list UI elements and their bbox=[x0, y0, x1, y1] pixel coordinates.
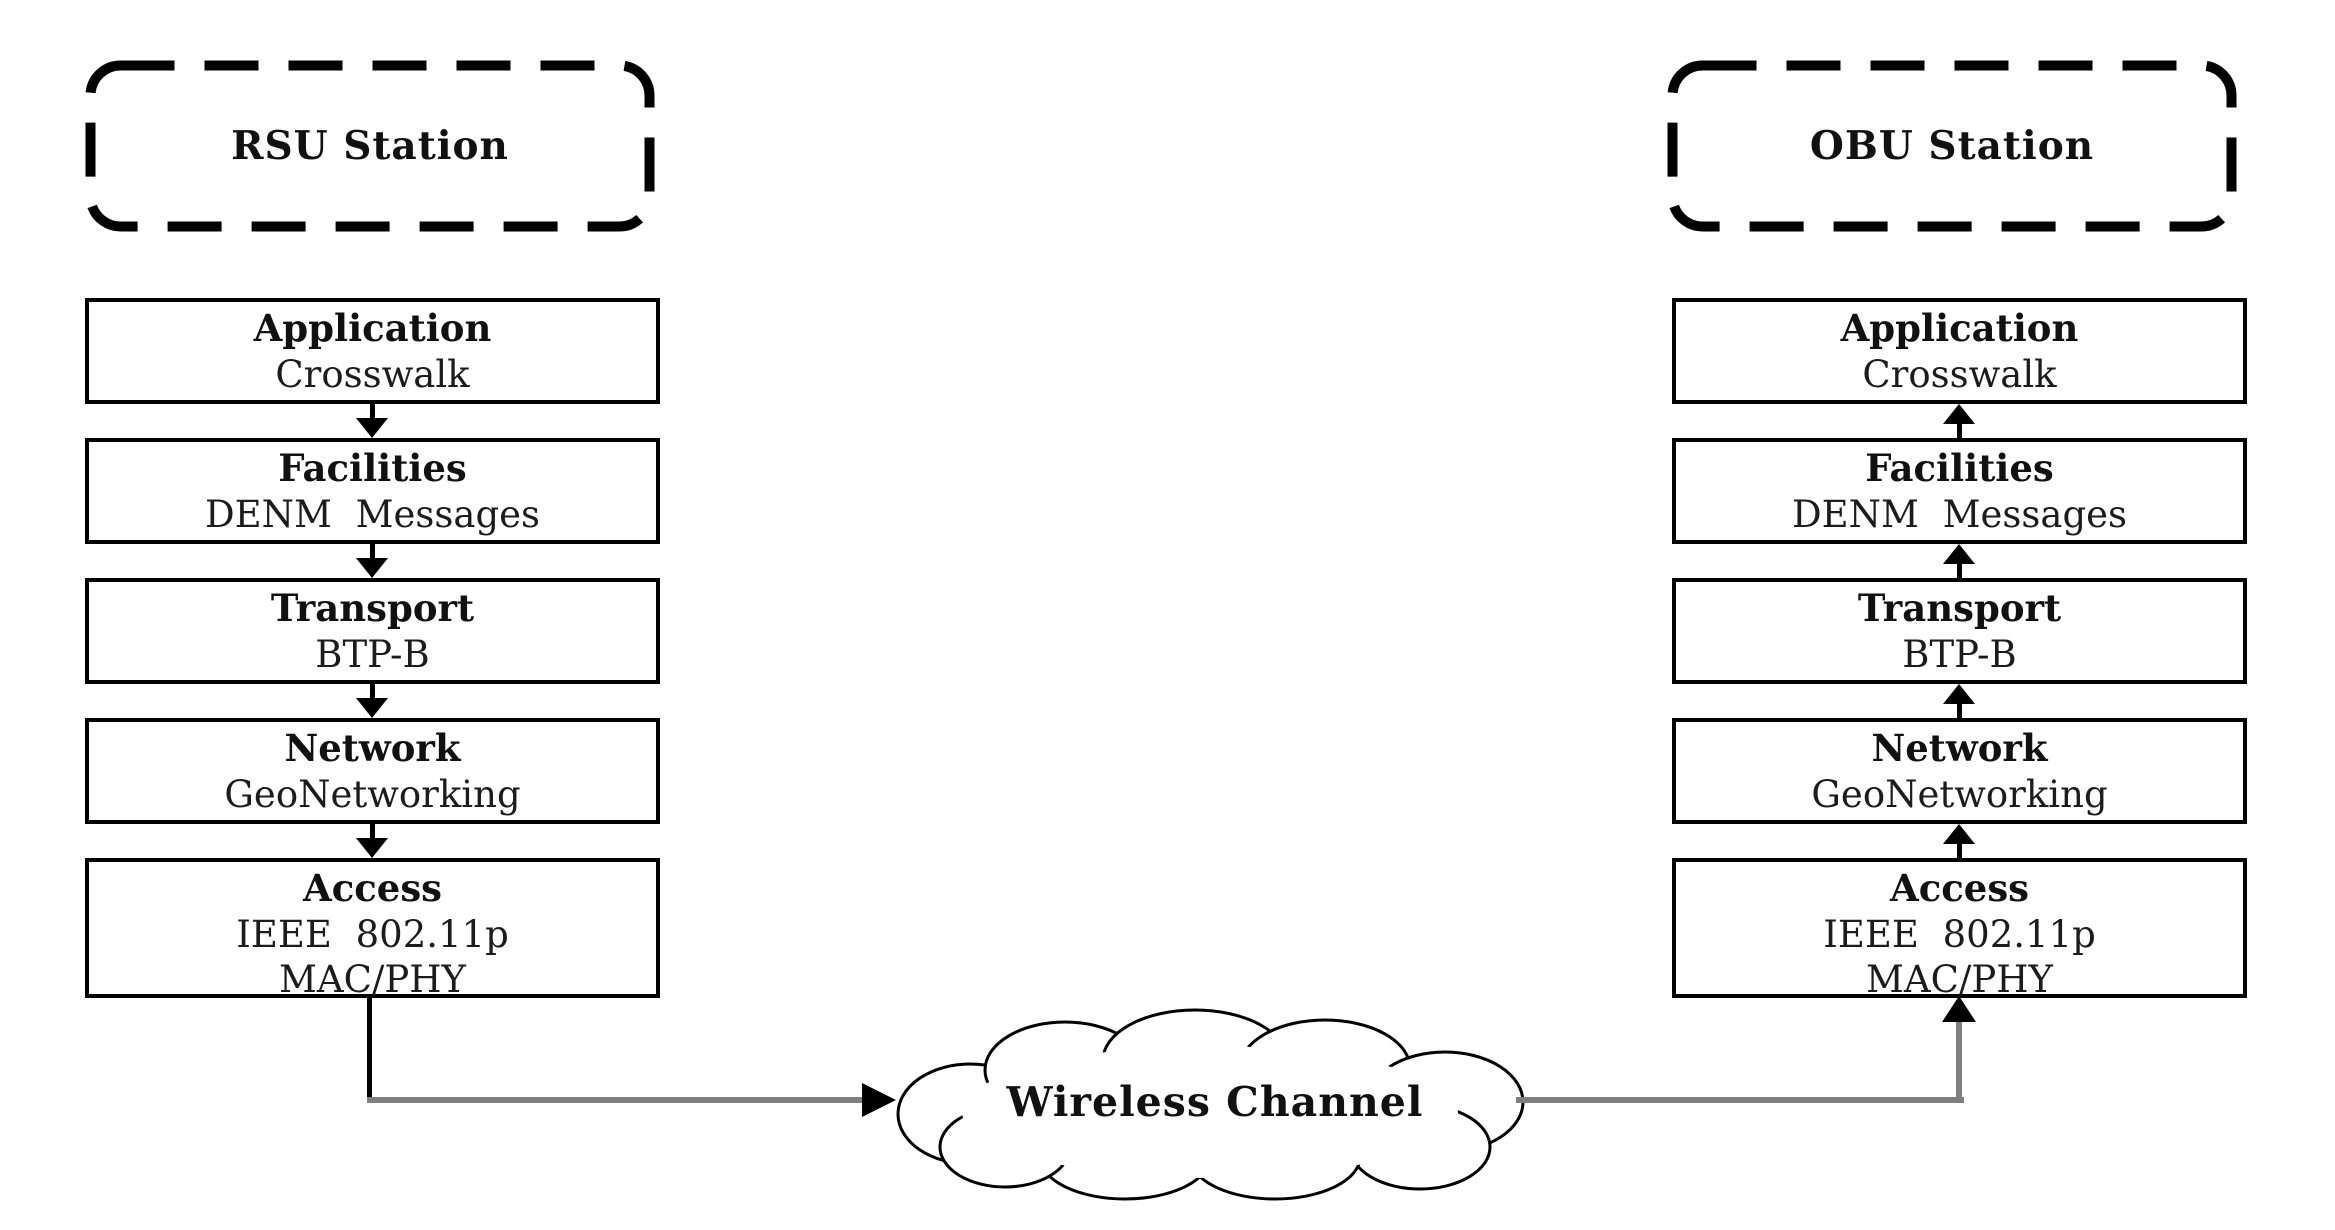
layer-box-application-rsu: Application Crosswalk bbox=[85, 298, 660, 404]
layer-name: Application bbox=[1840, 306, 2079, 350]
arrow-head bbox=[1943, 404, 1975, 424]
rsu-station-title: RSU Station bbox=[231, 123, 509, 169]
layer-protocol: MAC/PHY bbox=[279, 958, 466, 1001]
layer-name: Access bbox=[1890, 866, 2029, 910]
down-arrow-icon bbox=[356, 404, 388, 438]
layer-protocol: DENM Messages bbox=[204, 493, 541, 536]
layer-box-facilities-rsu: Facilities DENM Messages bbox=[85, 438, 660, 544]
obu-station-box: OBU Station bbox=[1667, 60, 2237, 232]
down-arrow-icon bbox=[356, 684, 388, 718]
rsu-to-channel-horizontal-line bbox=[367, 1097, 867, 1103]
layer-name: Facilities bbox=[1865, 446, 2054, 490]
layer-box-network-rsu: Network GeoNetworking bbox=[85, 718, 660, 824]
layer-protocol: BTP-B bbox=[315, 633, 430, 676]
arrow-stem bbox=[1956, 704, 1962, 718]
arrow-head bbox=[1943, 824, 1975, 844]
arrow-stem bbox=[369, 404, 375, 418]
arrow-stem bbox=[1956, 424, 1962, 438]
obu-station-title: OBU Station bbox=[1809, 123, 2095, 169]
up-arrow-icon bbox=[1943, 684, 1975, 718]
arrow-stem bbox=[369, 544, 375, 558]
rsu-to-channel-vertical-line bbox=[367, 998, 372, 1102]
layer-protocol: MAC/PHY bbox=[1866, 958, 2053, 1001]
layer-protocol: Crosswalk bbox=[1862, 353, 2057, 396]
layer-protocol: GeoNetworking bbox=[1811, 773, 2108, 816]
layer-box-access-rsu: Access IEEE 802.11p MAC/PHY bbox=[85, 858, 660, 1001]
arrow-head bbox=[356, 698, 388, 718]
arrowhead-into-obu-access-icon bbox=[1942, 996, 1976, 1022]
rsu-station-box: RSU Station bbox=[85, 60, 655, 232]
layer-box-facilities-obu: Facilities DENM Messages bbox=[1672, 438, 2247, 544]
layer-protocol: IEEE 802.11p bbox=[1823, 913, 2096, 956]
arrow-head bbox=[356, 838, 388, 858]
layer-name: Access bbox=[303, 866, 442, 910]
arrow-head bbox=[356, 558, 388, 578]
layer-box-transport-rsu: Transport BTP-B bbox=[85, 578, 660, 684]
arrow-stem bbox=[1956, 564, 1962, 578]
layer-protocol: GeoNetworking bbox=[224, 773, 521, 816]
dashed-border-icon bbox=[85, 60, 655, 232]
arrow-stem bbox=[369, 824, 375, 838]
down-arrow-icon bbox=[356, 544, 388, 578]
layer-name: Network bbox=[1871, 726, 2048, 770]
channel-to-obu-horizontal-line bbox=[1516, 1097, 1964, 1103]
layer-name: Application bbox=[253, 306, 492, 350]
up-arrow-icon bbox=[1943, 544, 1975, 578]
layer-protocol: BTP-B bbox=[1902, 633, 2017, 676]
up-arrow-icon bbox=[1943, 404, 1975, 438]
up-arrow-icon bbox=[1943, 824, 1975, 858]
layer-name: Transport bbox=[270, 586, 475, 630]
layer-name: Network bbox=[284, 726, 461, 770]
cloud-icon bbox=[896, 1008, 1525, 1201]
layer-protocol: Crosswalk bbox=[275, 353, 470, 396]
arrow-stem bbox=[1956, 844, 1962, 858]
layer-box-network-obu: Network GeoNetworking bbox=[1672, 718, 2247, 824]
down-arrow-icon bbox=[356, 824, 388, 858]
layer-protocol: IEEE 802.11p bbox=[236, 913, 509, 956]
layer-box-access-obu: Access IEEE 802.11p MAC/PHY bbox=[1672, 858, 2247, 1001]
arrow-head bbox=[1943, 544, 1975, 564]
layer-box-application-obu: Application Crosswalk bbox=[1672, 298, 2247, 404]
dashed-border-icon bbox=[1667, 60, 2237, 232]
wireless-channel-label: Wireless Channel bbox=[1006, 1078, 1424, 1126]
wireless-channel-cloud: Wireless Channel bbox=[880, 1002, 1550, 1202]
layer-name: Transport bbox=[1857, 586, 2062, 630]
layer-protocol: DENM Messages bbox=[1791, 493, 2128, 536]
arrow-stem bbox=[369, 684, 375, 698]
arrow-head bbox=[1943, 684, 1975, 704]
channel-to-obu-vertical-line bbox=[1956, 1020, 1962, 1103]
arrowhead-into-cloud-icon bbox=[862, 1083, 896, 1117]
layer-box-transport-obu: Transport BTP-B bbox=[1672, 578, 2247, 684]
layer-name: Facilities bbox=[278, 446, 467, 490]
arrow-head bbox=[356, 418, 388, 438]
